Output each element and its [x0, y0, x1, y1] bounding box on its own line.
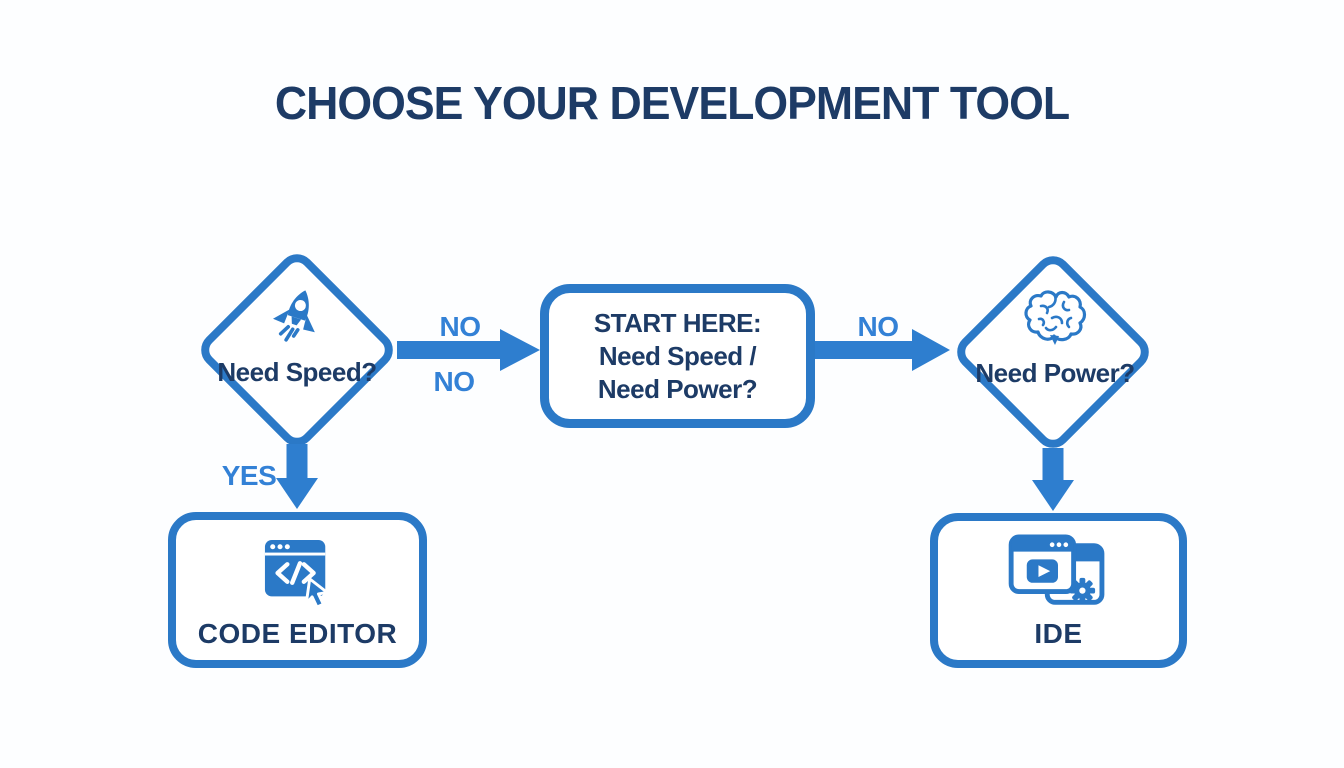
- decision-need-speed: [193, 246, 401, 454]
- start-node: START HERE: Need Speed / Need Power?: [540, 284, 815, 428]
- ide-label: IDE: [1034, 618, 1083, 649]
- start-line-3: Need Power?: [597, 373, 758, 404]
- start-line-1: START HERE:: [593, 307, 762, 338]
- need-speed-label: Need Speed?: [217, 357, 377, 387]
- arrow-down-icon: [1032, 448, 1074, 511]
- brain-icon: [1024, 290, 1087, 345]
- arrow-right-icon: [397, 329, 540, 371]
- code-window-icon: [264, 539, 329, 609]
- edge-label-yes: YES: [221, 460, 277, 491]
- code-editor-label: CODE EDITOR: [197, 618, 398, 649]
- edge-label-no-top: NO: [439, 311, 482, 342]
- page-title: CHOOSE YOUR DEVELOPMENT TOOL: [274, 77, 1070, 129]
- arrow-down-icon: [276, 444, 318, 509]
- decision-need-power: [949, 248, 1157, 456]
- arrow-right-icon: [815, 329, 950, 371]
- need-power-label: Need Power?: [975, 358, 1135, 388]
- start-line-2: Need Speed /: [598, 340, 757, 371]
- edge-label-no-right: NO: [857, 311, 900, 342]
- app-windows-gear-icon: [1008, 534, 1105, 605]
- rocket-icon: [272, 290, 315, 342]
- edge-label-no-bottom: NO: [433, 366, 476, 397]
